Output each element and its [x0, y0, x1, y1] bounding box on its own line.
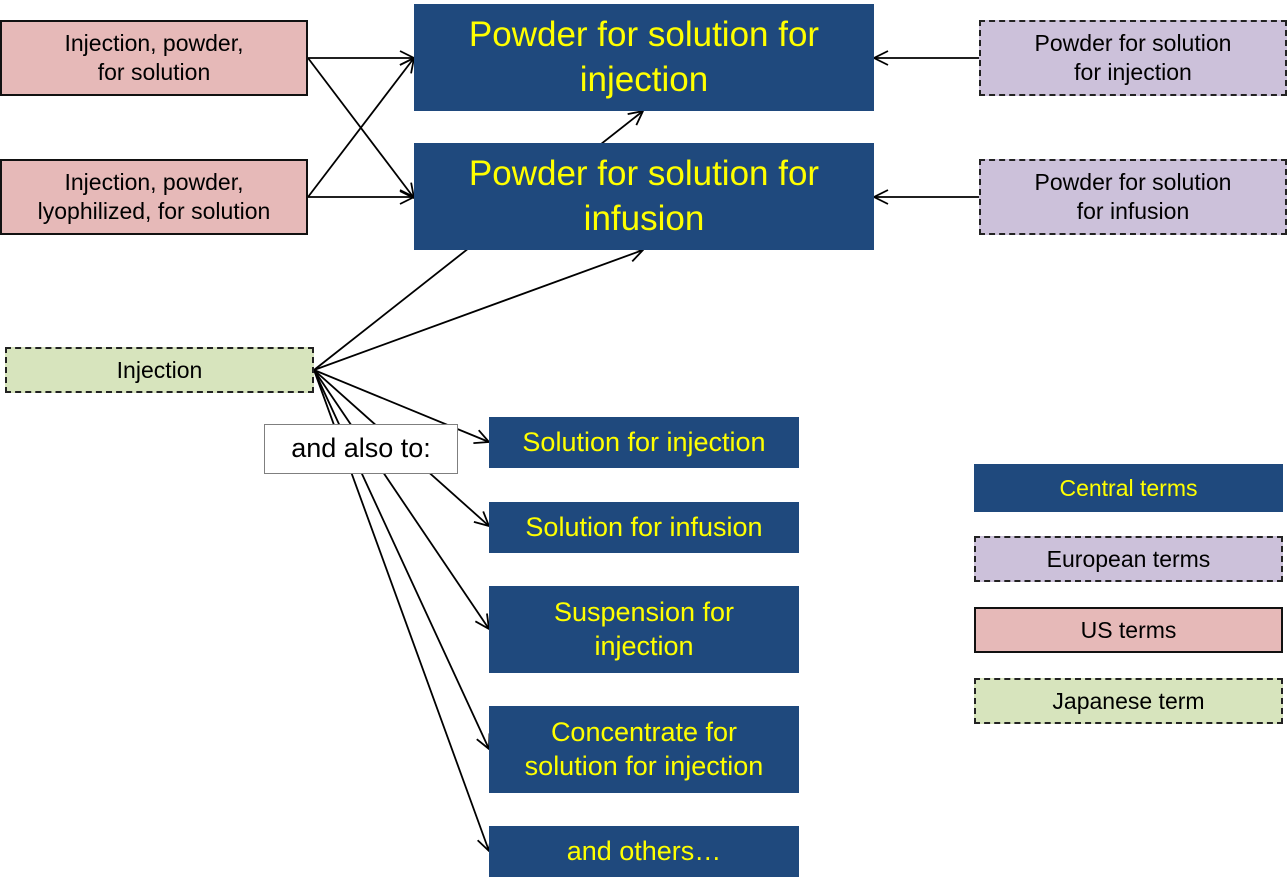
eu-term-powder-infusion: Powder for solution for infusion	[979, 159, 1287, 235]
central-concentrate-injection: Concentrate for solution for injection	[489, 706, 799, 793]
us-term-powder-solution: Injection, powder, for solution	[0, 20, 308, 96]
central-and-others: and others…	[489, 826, 799, 877]
jp-term-injection: Injection	[5, 347, 314, 393]
legend-us-terms: US terms	[974, 607, 1283, 653]
us-term-powder-lyophilized: Injection, powder, lyophilized, for solu…	[0, 159, 308, 235]
central-solution-injection: Solution for injection	[489, 417, 799, 468]
central-powder-infusion: Powder for solution for infusion	[414, 143, 874, 250]
arrow-jp-to-powder-infusion	[313, 250, 643, 371]
eu-term-powder-injection: Powder for solution for injection	[979, 20, 1287, 96]
arrow-jp-to-solution-injection	[313, 369, 489, 442]
central-suspension-injection: Suspension for injection	[489, 586, 799, 673]
central-powder-injection: Powder for solution for injection	[414, 4, 874, 111]
arrow-us2-to-powder-injection	[307, 58, 414, 198]
arrow-jp-to-suspension	[313, 369, 489, 629]
central-solution-infusion: Solution for infusion	[489, 502, 799, 553]
and-also-to-label: and also to:	[264, 424, 458, 474]
legend-central-terms: Central terms	[974, 464, 1283, 512]
legend-european-terms: European terms	[974, 536, 1283, 582]
legend-japanese-term: Japanese term	[974, 678, 1283, 724]
